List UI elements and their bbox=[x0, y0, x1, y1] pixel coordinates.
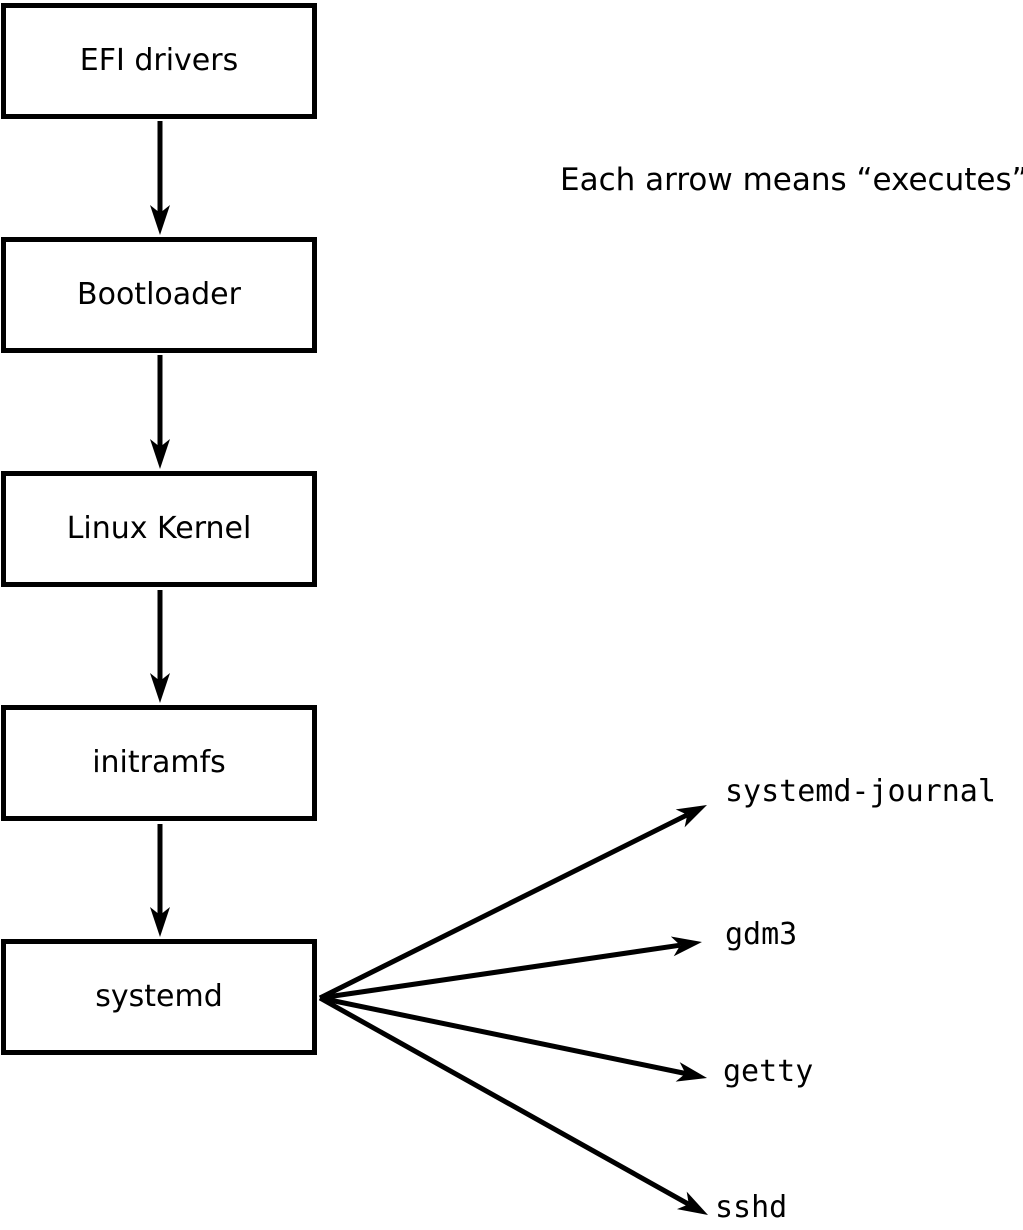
node-systemd: systemd bbox=[1, 939, 317, 1055]
arrow-systemd-to-journal bbox=[318, 804, 707, 1001]
node-systemd-label: systemd bbox=[95, 979, 223, 1014]
node-bootloader-label: Bootloader bbox=[77, 277, 241, 312]
process-label-gdm3: gdm3 bbox=[725, 917, 798, 952]
node-efi-drivers: EFI drivers bbox=[1, 3, 317, 119]
arrow-systemd-to-gdm3 bbox=[319, 936, 702, 1001]
arrow-meaning-note: Each arrow means “executes”. bbox=[560, 162, 1023, 198]
arrow-systemd-to-getty bbox=[319, 995, 708, 1082]
process-label-systemd-journal: systemd-journal bbox=[725, 774, 996, 809]
node-linux-kernel-label: Linux Kernel bbox=[66, 511, 252, 546]
process-label-getty: getty bbox=[723, 1054, 814, 1089]
node-efi-drivers-label: EFI drivers bbox=[79, 43, 239, 78]
node-linux-kernel: Linux Kernel bbox=[1, 471, 317, 587]
node-bootloader: Bootloader bbox=[1, 237, 317, 353]
arrow-systemd-to-sshd bbox=[318, 995, 709, 1216]
node-initramfs: initramfs bbox=[1, 705, 317, 821]
node-initramfs-label: initramfs bbox=[92, 745, 226, 780]
process-label-sshd: sshd bbox=[715, 1190, 788, 1225]
